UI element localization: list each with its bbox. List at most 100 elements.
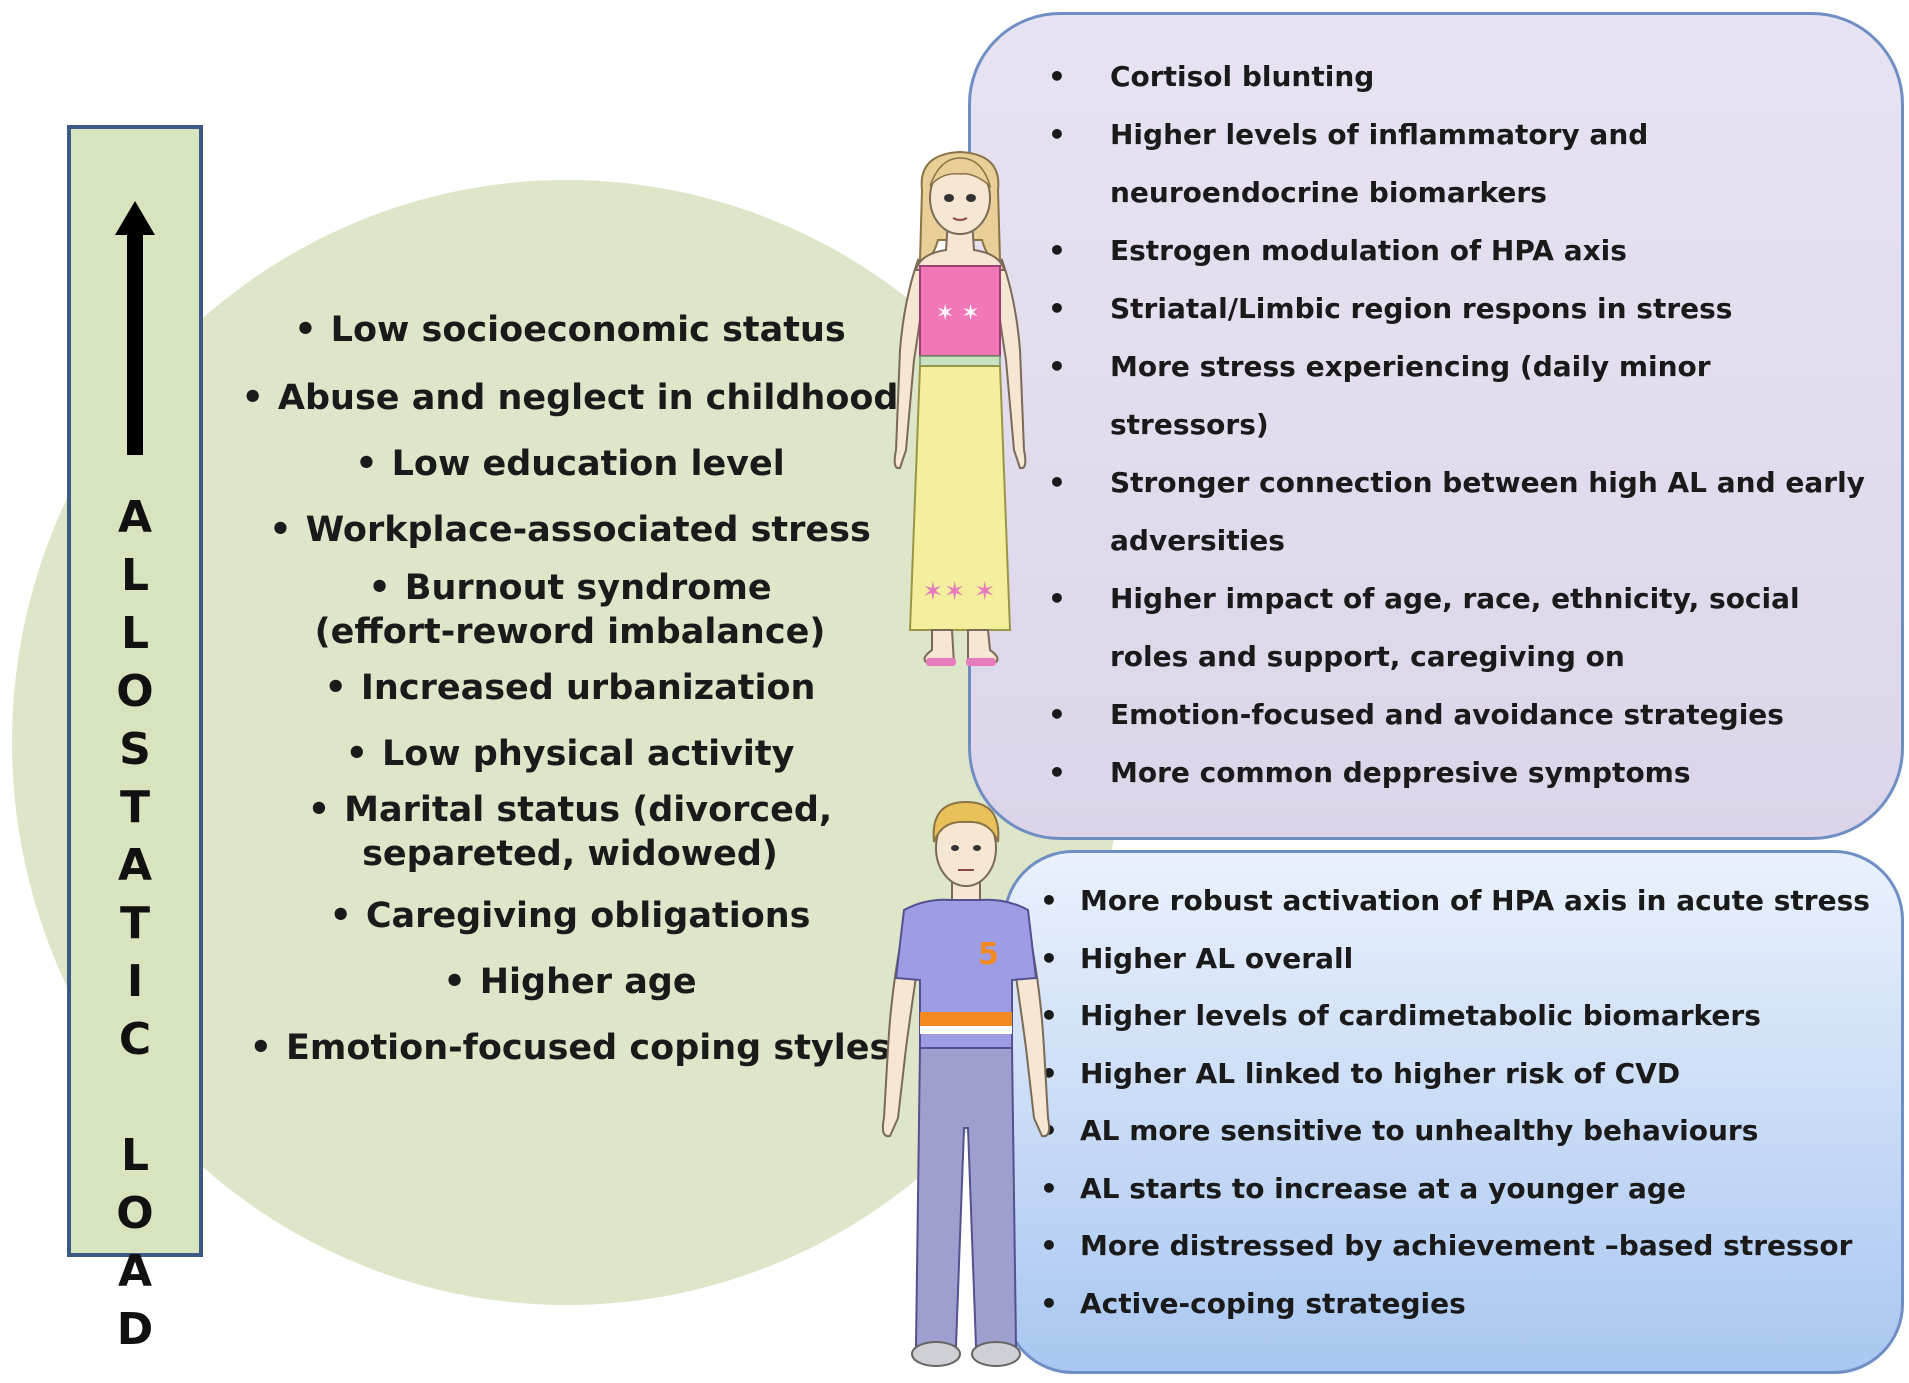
male-characteristic-text: Higher levels of cardimetabolic biomarke…	[1080, 999, 1761, 1032]
risk-factor-text: Burnout syndrome	[404, 568, 772, 608]
female-characteristics-list: • Cortisol blunting •Higher levels of infl…	[1048, 48, 1888, 802]
allostatic-letter: A	[117, 492, 153, 543]
bullet-icon: •	[1048, 698, 1066, 731]
female-figure: ✶ ✶ ✶✶ ✶	[893, 150, 1027, 666]
female-characteristic-text: Striatal/Limbic region respons in stress	[1110, 292, 1733, 325]
bullet-icon: •	[249, 1028, 273, 1068]
female-characteristic-text: More common deppresive symptoms	[1110, 756, 1691, 789]
male-characteristic-item: • AL starts to increase at a younger age	[1040, 1160, 1900, 1218]
svg-text:✶✶ ✶: ✶✶ ✶	[922, 577, 996, 607]
male-panel	[1003, 850, 1904, 1374]
female-characteristic-text: adversities	[1110, 524, 1285, 557]
allostatic-letter	[71, 1069, 199, 1127]
bullet-icon: •	[1040, 1171, 1058, 1205]
male-figure: 5	[881, 800, 1051, 1367]
bullet-icon: •	[1048, 756, 1066, 789]
risk-factor-item: • Caregiving obligations	[240, 894, 900, 938]
bullet-icon: •	[1048, 118, 1066, 151]
risk-factor-item: • Emotion-focused coping styles	[240, 1026, 900, 1070]
allostatic-letter: A	[117, 840, 153, 891]
allostatic-letter: L	[120, 608, 150, 659]
risk-factor-text: Low physical activity	[381, 734, 795, 774]
allostatic-letter: I	[126, 956, 144, 1007]
male-characteristic-item: • Higher AL overall	[1040, 930, 1900, 988]
bullet-icon: •	[1048, 350, 1066, 383]
bullet-icon: •	[1040, 1229, 1058, 1262]
allostatic-letter: L	[120, 550, 150, 601]
bullet-icon: •	[1040, 1286, 1058, 1320]
bullet-icon: •	[368, 568, 391, 608]
female-characteristic-text: roles and support, caregiving on	[1110, 640, 1625, 673]
female-characteristic-item: • Higher impact of age, race, ethnicity, …	[1048, 570, 1888, 686]
female-characteristic-text: Stronger connection between high AL and …	[1110, 466, 1865, 499]
bullet-icon: •	[1048, 582, 1066, 615]
allostatic-letter: C	[118, 1014, 152, 1065]
risk-factor-text: Higher age	[479, 962, 697, 1002]
allostatic-letter: T	[119, 898, 150, 949]
bullet-icon: •	[269, 510, 292, 550]
female-characteristic-text: stressors)	[1110, 408, 1269, 441]
risk-factor-text: Marital status (divorced,	[344, 790, 833, 830]
risk-factor-text: Increased urbanization	[360, 668, 816, 708]
male-characteristic-text: More distressed by achievement –based st…	[1080, 1229, 1853, 1262]
male-characteristic-text: Higher AL linked to higher risk of CVD	[1080, 1056, 1681, 1090]
bullet-icon: •	[345, 734, 368, 774]
bullet-icon: •	[355, 444, 378, 484]
male-characteristic-item: • More distressed by achievement –based s…	[1040, 1217, 1900, 1275]
male-characteristic-item: • Active-coping strategies	[1040, 1275, 1900, 1333]
male-characteristic-item: •Higher AL linked to higher risk of CVD	[1040, 1045, 1900, 1103]
allostatic-letter: O	[116, 1188, 154, 1239]
bullet-icon: •	[443, 962, 466, 1002]
allostatic-letter: L	[120, 1130, 150, 1181]
male-characteristic-item: • More robust activation of HPA axis in a…	[1040, 872, 1900, 930]
risk-factor-item: •Marital status (divorced,separeted, wid…	[240, 788, 900, 876]
risk-factor-item: •Workplace-associated stress	[240, 508, 900, 552]
risk-factor-item: • Low education level	[240, 442, 900, 486]
risk-factor-text: Abuse and neglect in childhood	[277, 378, 899, 418]
risk-factor-list: • Low socioeconomic status • Abuse and negl…	[240, 308, 900, 1070]
bullet-icon: •	[1040, 999, 1058, 1032]
female-characteristic-item: • Stronger connection between high AL and…	[1048, 454, 1888, 570]
male-characteristic-text: Higher AL overall	[1080, 941, 1354, 975]
male-characteristic-text: Active-coping strategies	[1080, 1286, 1466, 1320]
male-characteristic-text: AL starts to increase at a younger age	[1080, 1171, 1686, 1205]
female-characteristic-text: Higher impact of age, race, ethnicity, s…	[1110, 582, 1800, 615]
bullet-icon: •	[1048, 234, 1066, 267]
allostatic-letter: T	[119, 782, 150, 833]
risk-factor-text: Caregiving obligations	[365, 896, 811, 936]
bullet-icon: •	[241, 378, 264, 418]
allostatic-letter: O	[116, 666, 154, 717]
allostatic-letter: D	[116, 1304, 154, 1355]
risk-factor-item: • Abuse and neglect in childhood	[240, 376, 900, 420]
female-characteristic-text: Cortisol blunting	[1110, 60, 1375, 93]
bullet-icon: •	[294, 310, 317, 350]
bullet-icon: •	[1040, 884, 1058, 917]
male-characteristic-text: More robust activation of HPA axis in ac…	[1080, 884, 1870, 917]
male-characteristic-item: • Higher levels of cardimetabolic biomark…	[1040, 987, 1900, 1045]
bullet-icon: •	[1048, 292, 1066, 325]
risk-factor-item: • Low physical activity	[240, 732, 900, 776]
bullet-icon: •	[329, 896, 352, 936]
female-characteristic-text: Estrogen modulation of HPA axis	[1110, 234, 1627, 267]
bullet-icon: •	[307, 790, 331, 830]
risk-factor-text: Low education level	[391, 444, 785, 484]
risk-factor-item: • Higher age	[240, 960, 900, 1004]
risk-factor-item: •Increased urbanization	[240, 666, 900, 710]
female-characteristic-text: Emotion-focused and avoidance strategies	[1110, 698, 1784, 731]
up-arrow-icon	[115, 201, 155, 455]
female-characteristic-item: • Estrogen modulation of HPA axis	[1048, 222, 1888, 280]
female-characteristic-text: neuroendocrine biomarkers	[1110, 176, 1547, 209]
risk-factor-text: Low socioeconomic status	[330, 310, 846, 350]
allostatic-letter: S	[119, 724, 151, 775]
risk-factor-text: (effort-reword imbalance)	[314, 612, 826, 652]
female-characteristic-item: • More common deppresive symptoms	[1048, 744, 1888, 802]
female-characteristic-item: • Striatal/Limbic region respons in stres…	[1048, 280, 1888, 338]
male-characteristics-list: • More robust activation of HPA axis in a…	[1040, 872, 1900, 1332]
bullet-icon: •	[1048, 466, 1066, 499]
bullet-icon: •	[1040, 941, 1058, 975]
risk-factor-text: Emotion-focused coping styles	[286, 1028, 891, 1068]
allostatic-letter: A	[117, 1246, 153, 1297]
